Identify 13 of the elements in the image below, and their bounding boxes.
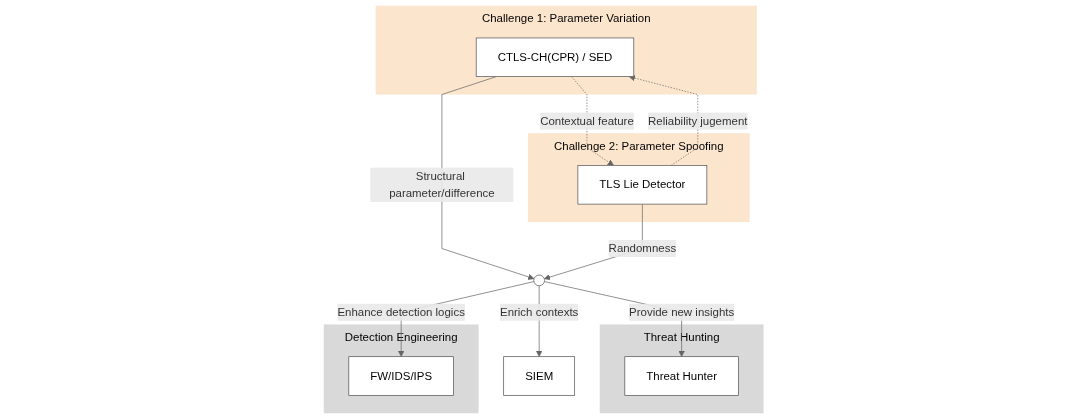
node-box: SIEM [503,356,575,396]
edge-label: Enhance detection logics [337,305,465,318]
node-circle [533,274,545,287]
node-box: CTLS-CH(CPR) / SED [475,37,634,77]
node-box: FW/IDS/IPS [348,356,454,396]
edge-label: Enrich contexts [499,305,579,318]
edge-label: Reliability jugement [647,114,748,127]
edge-label: Contextual feature [539,114,634,127]
edge-label: Randomness [608,242,676,255]
edge-label: Structural parameter/difference [389,169,495,200]
edge-label: Provide new insights [628,305,735,318]
node-box: TLS Lie Detector [577,165,708,205]
node-box: Threat Hunter [624,356,739,396]
